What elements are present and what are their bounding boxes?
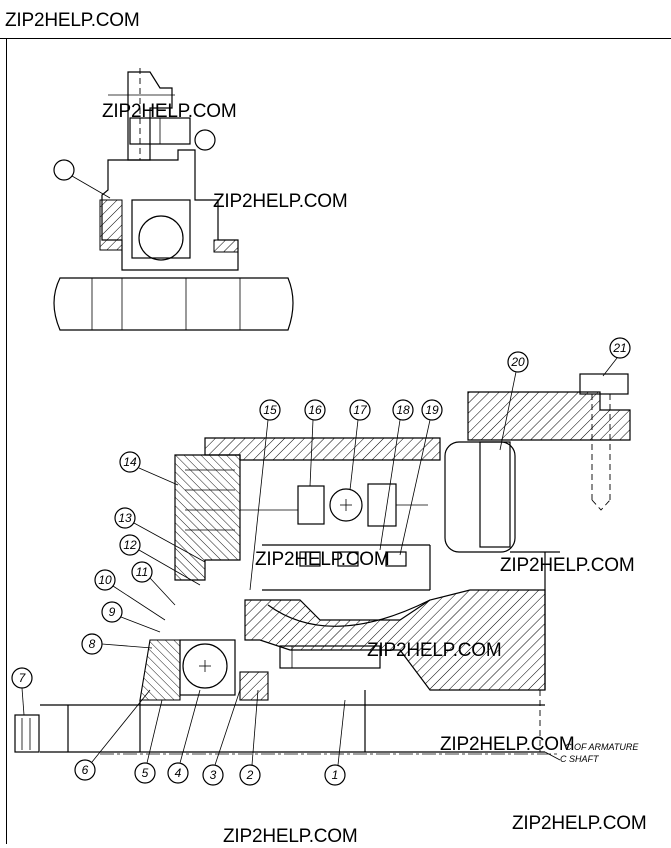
watermark: ZIP2HELP.COM	[500, 555, 635, 576]
svg-text:13: 13	[118, 511, 132, 525]
svg-text:3: 3	[210, 768, 217, 782]
svg-text:10: 10	[98, 573, 112, 587]
watermark: ZIP2HELP.COM	[5, 10, 140, 31]
svg-text:5: 5	[142, 766, 149, 780]
callout-3: 3	[202, 689, 241, 786]
svg-text:17: 17	[353, 403, 368, 417]
callout-12: 12	[119, 534, 201, 586]
svg-text:C SHAFT: C SHAFT	[560, 754, 600, 764]
detail-view	[53, 68, 294, 331]
header-bar	[0, 0, 671, 39]
svg-text:16: 16	[308, 403, 322, 417]
callout-5: 5	[134, 699, 163, 784]
svg-text:19: 19	[425, 403, 439, 417]
callout-4: 4	[167, 689, 201, 784]
svg-text:21: 21	[612, 341, 626, 355]
callout-21: 21	[602, 337, 631, 377]
svg-text:20: 20	[510, 355, 525, 369]
svg-text:4: 4	[175, 766, 182, 780]
main-assembly	[14, 373, 631, 755]
watermark: ZIP2HELP.COM	[367, 640, 502, 661]
svg-text:18: 18	[396, 403, 410, 417]
svg-text:9: 9	[109, 605, 116, 619]
callout-13: 13	[114, 507, 206, 563]
callouts: 1 2 3 4 5 6 7 8 9 10 11 12 13 14 15 16 1…	[11, 337, 631, 786]
svg-text:15: 15	[263, 403, 277, 417]
callout-2: 2	[239, 689, 261, 786]
callout-1: 1	[324, 699, 346, 786]
callout-15: 15	[249, 399, 281, 591]
svg-text:C OF ARMATURE: C OF ARMATURE	[565, 742, 639, 752]
svg-text:7: 7	[19, 671, 27, 685]
svg-text:14: 14	[123, 455, 137, 469]
callout-9: 9	[101, 601, 161, 633]
svg-text:1: 1	[332, 768, 339, 782]
centerline-note: C OF ARMATURE C SHAFT	[544, 742, 639, 764]
callout-8: 8	[81, 633, 153, 655]
watermark: ZIP2HELP.COM	[255, 549, 390, 570]
svg-text:11: 11	[136, 565, 148, 579]
callout-14: 14	[119, 451, 179, 486]
callout-10: 10	[94, 569, 166, 621]
callout-17: 17	[349, 399, 371, 491]
svg-text:12: 12	[123, 538, 137, 552]
svg-text:6: 6	[82, 763, 89, 777]
watermark: ZIP2HELP.COM	[440, 734, 575, 755]
watermark: ZIP2HELP.COM	[223, 826, 358, 847]
svg-text:8: 8	[89, 637, 96, 651]
callout-7: 7	[11, 667, 33, 716]
watermark: ZIP2HELP.COM	[512, 813, 647, 834]
watermark: ZIP2HELP.COM	[213, 191, 348, 212]
callout-18: 18	[379, 399, 414, 551]
callout-6: 6	[74, 689, 151, 781]
drawing-frame	[6, 38, 671, 844]
watermark: ZIP2HELP.COM	[102, 101, 237, 122]
svg-text:2: 2	[246, 768, 254, 782]
callout-20: 20	[499, 351, 529, 451]
callout-16: 16	[304, 399, 326, 487]
callout-11: 11	[131, 561, 176, 606]
callout-19: 19	[399, 399, 443, 556]
